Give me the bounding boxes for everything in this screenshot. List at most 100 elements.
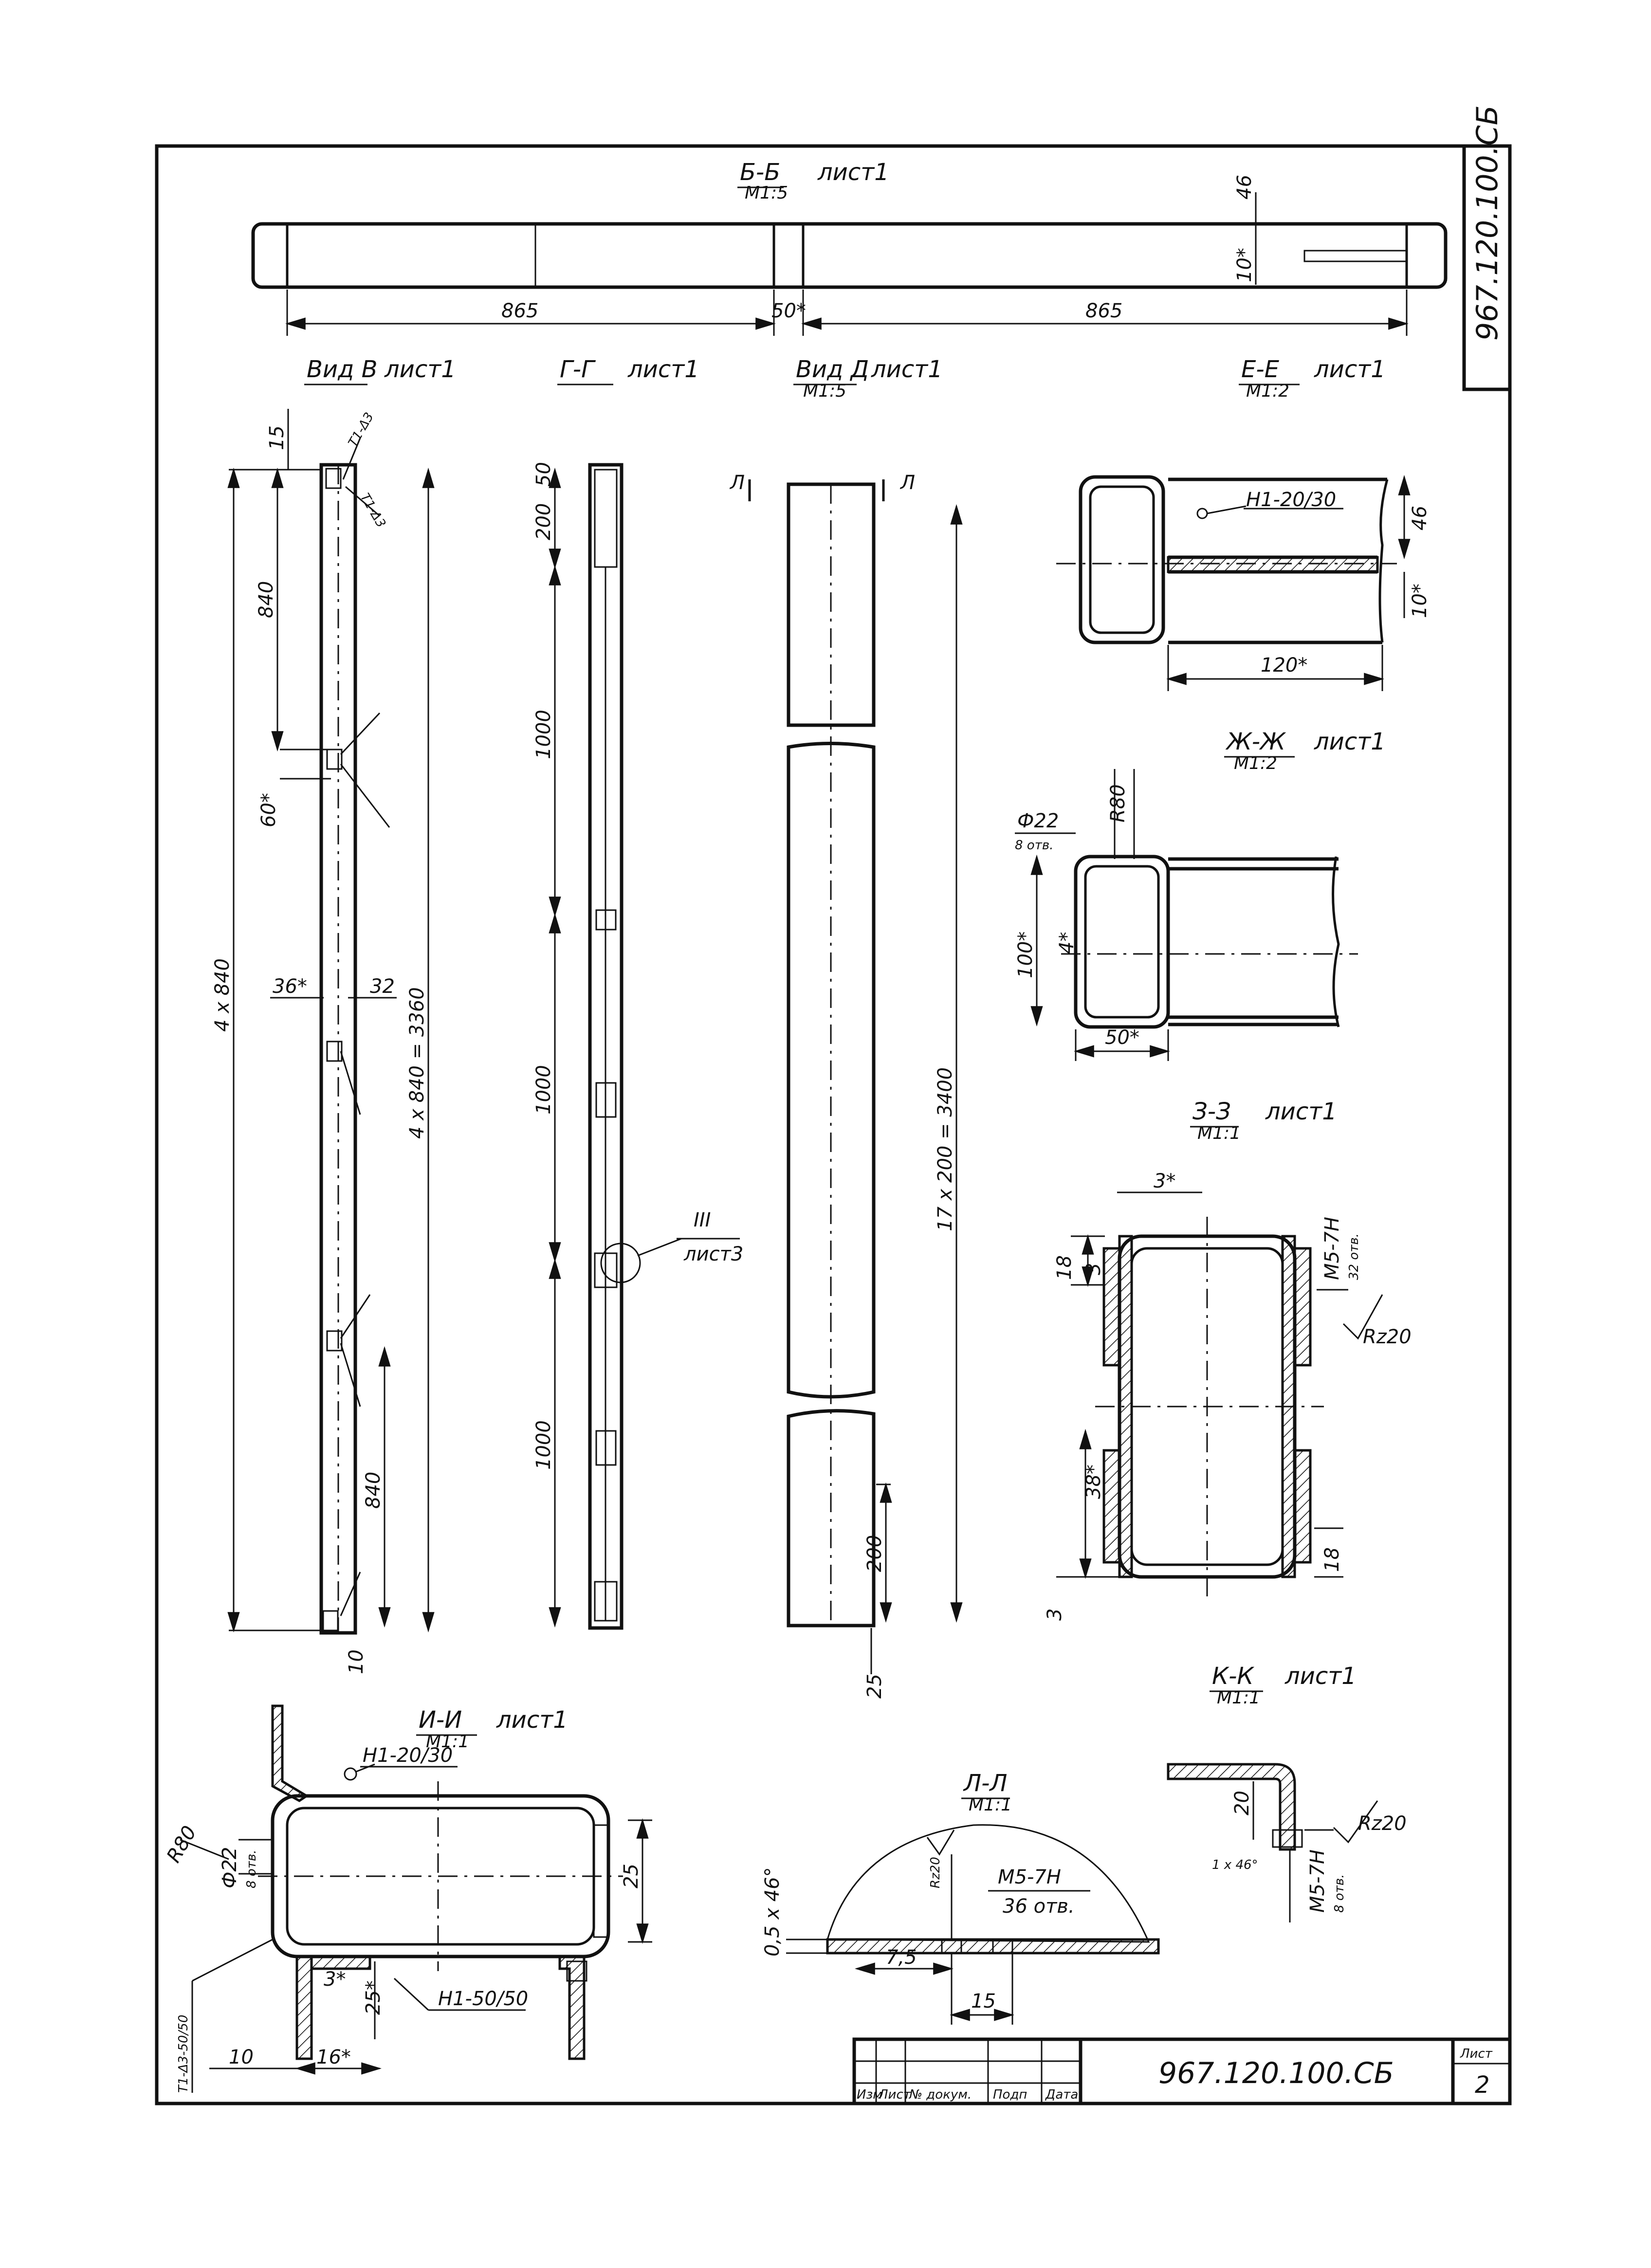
title-block: Изм Лист № докум. Подп Дата 967.120.100.…: [852, 2037, 1512, 2105]
view-v-dim-bottom: 10: [345, 1649, 367, 1674]
view-ll: Л-Л М1:1 0,5 x 46° Rz20 М5-7Н 36 отв. 7,…: [761, 1770, 1160, 2025]
side-drawing-code: 967.120.100.СБ: [1470, 105, 1504, 341]
view-ii-r: R80: [163, 1822, 201, 1866]
view-v-weld-1: Т1-Δ3: [346, 410, 377, 450]
view-gg-dim-200: 200: [532, 503, 555, 540]
view-d-dim-200: 200: [863, 1535, 886, 1572]
view-bb: Б-Б лист1 М1:5 865 50* 865 46 10*: [251, 159, 1448, 336]
view-zz-dim-18a: 18: [1053, 1255, 1076, 1280]
view-kk-thread-count: 8 отв.: [1332, 1874, 1347, 1913]
view-zhzh-holes-count: 8 отв.: [1015, 838, 1053, 853]
title-col-data: Дата: [1045, 2087, 1078, 2102]
view-ii-dim-3: 3*: [324, 1968, 346, 1991]
view-zz-scale: М1:1: [1197, 1123, 1241, 1143]
view-zhzh-dim-w: 50*: [1105, 1026, 1139, 1049]
view-zhzh-dim-t: 4*: [1056, 932, 1078, 954]
view-v-dim-total-right: 4 x 840 = 3360: [406, 987, 428, 1139]
view-ee-title: Е-Е: [1241, 356, 1280, 383]
view-gg-title: Г-Г: [560, 356, 596, 383]
view-zz-thread: М5-7Н: [1321, 1217, 1343, 1280]
title-block-sheet-number: 2: [1475, 2071, 1490, 2099]
view-ii-dim-25: 25*: [362, 1980, 385, 2015]
view-zhzh-sheet: лист1: [1314, 728, 1386, 755]
title-col-doc: № докум.: [908, 2087, 972, 2102]
side-code-box: 967.120.100.СБ: [1462, 105, 1512, 391]
view-d-sheet: лист1: [871, 356, 943, 383]
view-ee-scale: М1:2: [1246, 381, 1289, 401]
title-block-sheet-label: Лист: [1460, 2047, 1493, 2061]
view-v-dim-top: 15: [266, 425, 288, 450]
view-bb-dim-left: 865: [501, 300, 538, 322]
view-zz-dim-3a: 3: [1082, 1263, 1105, 1275]
view-ii-sheet: лист1: [496, 1706, 568, 1734]
view-zz-dim-top: 3*: [1154, 1170, 1175, 1192]
view-ll-scale: М1:1: [969, 1795, 1012, 1815]
view-kk-thread: М5-7Н: [1306, 1849, 1329, 1913]
view-ii-dim-h: 25: [620, 1864, 642, 1888]
view-zhzh-r: R80: [1107, 784, 1129, 823]
view-v: Вид В лист1 4 x 840 840 4 x 840 = 3360 8…: [211, 356, 456, 1674]
view-ii-holes-count: 8 отв.: [244, 1850, 259, 1888]
view-gg-callout-num: III: [694, 1209, 711, 1231]
view-gg: Г-Г лист1 50 200 1000 1000 1000 III лист…: [532, 356, 743, 1630]
view-gg-sheet: лист1: [627, 356, 699, 383]
view-zz-title: З-З: [1192, 1098, 1231, 1125]
view-d: Вид Д лист1 М1:5 Л Л 17 x 200 = 3400 200…: [729, 356, 963, 1699]
view-ee: Е-Е лист1 М1:2 Н1-20/30 46 10* 120*: [1056, 356, 1431, 691]
view-bb-scale: М1:5: [745, 183, 788, 203]
view-zz-dim-18b: 18: [1321, 1547, 1343, 1572]
view-ll-chamfer: 0,5 x 46°: [761, 1867, 784, 1957]
view-bb-dim-mid: 50*: [771, 300, 806, 322]
view-ii-scale: М1:1: [426, 1732, 469, 1752]
title-col-podp: Подп: [993, 2087, 1027, 2102]
view-kk: К-К лист1 М1:1 20 1 x 46° Rz20 М5-7Н 8 о…: [1167, 1663, 1407, 1922]
view-ii-hole: Ф22: [219, 1847, 241, 1888]
view-d-scale: М1:5: [803, 381, 846, 401]
view-ii-weld-left: Т1-Δ3-50/50: [176, 2015, 191, 2093]
view-bb-dim-right: 865: [1085, 300, 1122, 322]
view-kk-title: К-К: [1212, 1663, 1254, 1690]
view-ll-thread: М5-7Н: [998, 1866, 1061, 1888]
view-zz-sheet: лист1: [1265, 1098, 1337, 1125]
view-ee-dim-w: 120*: [1261, 654, 1307, 677]
view-gg-callout-sheet: лист3: [683, 1243, 743, 1265]
view-zz: З-З лист1 М1:1 3* 18 3 38* 3 18 М5-7Н 32…: [1044, 1098, 1412, 1621]
view-v-dim-32: 32: [370, 975, 395, 998]
view-bb-dim-h: 46: [1233, 175, 1256, 200]
view-d-section-right: Л: [899, 472, 915, 494]
title-col-izm: Изм: [857, 2087, 882, 2102]
view-ee-dim-h: 46: [1409, 506, 1431, 530]
view-zhzh-scale: М1:2: [1234, 753, 1277, 773]
title-block-code: 967.120.100.СБ: [1158, 2056, 1394, 2090]
view-gg-dim-50: 50: [532, 462, 555, 487]
view-d-section-left: Л: [729, 472, 745, 494]
view-kk-chamfer: 1 x 46°: [1212, 1858, 1258, 1872]
view-d-title: Вид Д: [796, 356, 869, 383]
view-zhzh-title: Ж-Ж: [1225, 728, 1286, 755]
sheet-frame: [155, 144, 1512, 2105]
view-zhzh-dim-h: 100*: [1014, 932, 1037, 978]
view-zz-thread-count: 32 отв.: [1347, 1233, 1361, 1280]
title-col-list: Лист: [878, 2087, 911, 2102]
view-v-dim-840b: 840: [362, 1472, 385, 1509]
view-v-title: Вид В: [307, 356, 378, 383]
view-v-dim-36: 36*: [273, 975, 307, 998]
view-ll-dim-15: 15: [971, 1990, 996, 2012]
view-ee-dim-t: 10*: [1409, 584, 1431, 618]
view-zz-rough: Rz20: [1363, 1326, 1412, 1348]
view-gg-dim-1000b: 1000: [532, 1065, 555, 1115]
view-ll-dim-75: 7,5: [886, 1946, 917, 1969]
view-bb-dim-t: 10*: [1233, 248, 1256, 282]
view-v-weld-2: Т1-Δ3: [357, 491, 388, 530]
view-d-dim-25: 25: [863, 1674, 886, 1699]
view-kk-scale: М1:1: [1217, 1688, 1260, 1708]
view-ll-title: Л-Л: [963, 1770, 1008, 1797]
view-ee-weld: Н1-20/30: [1246, 489, 1336, 511]
view-v-dim-840a: 840: [255, 581, 277, 618]
view-ii-dim-10: 10: [229, 2046, 254, 2068]
view-ii-weld-top: Н1-20/30: [363, 1744, 453, 1767]
view-kk-dim-20: 20: [1231, 1791, 1253, 1815]
view-v-dim-60: 60*: [257, 793, 280, 827]
view-kk-sheet: лист1: [1284, 1663, 1357, 1690]
